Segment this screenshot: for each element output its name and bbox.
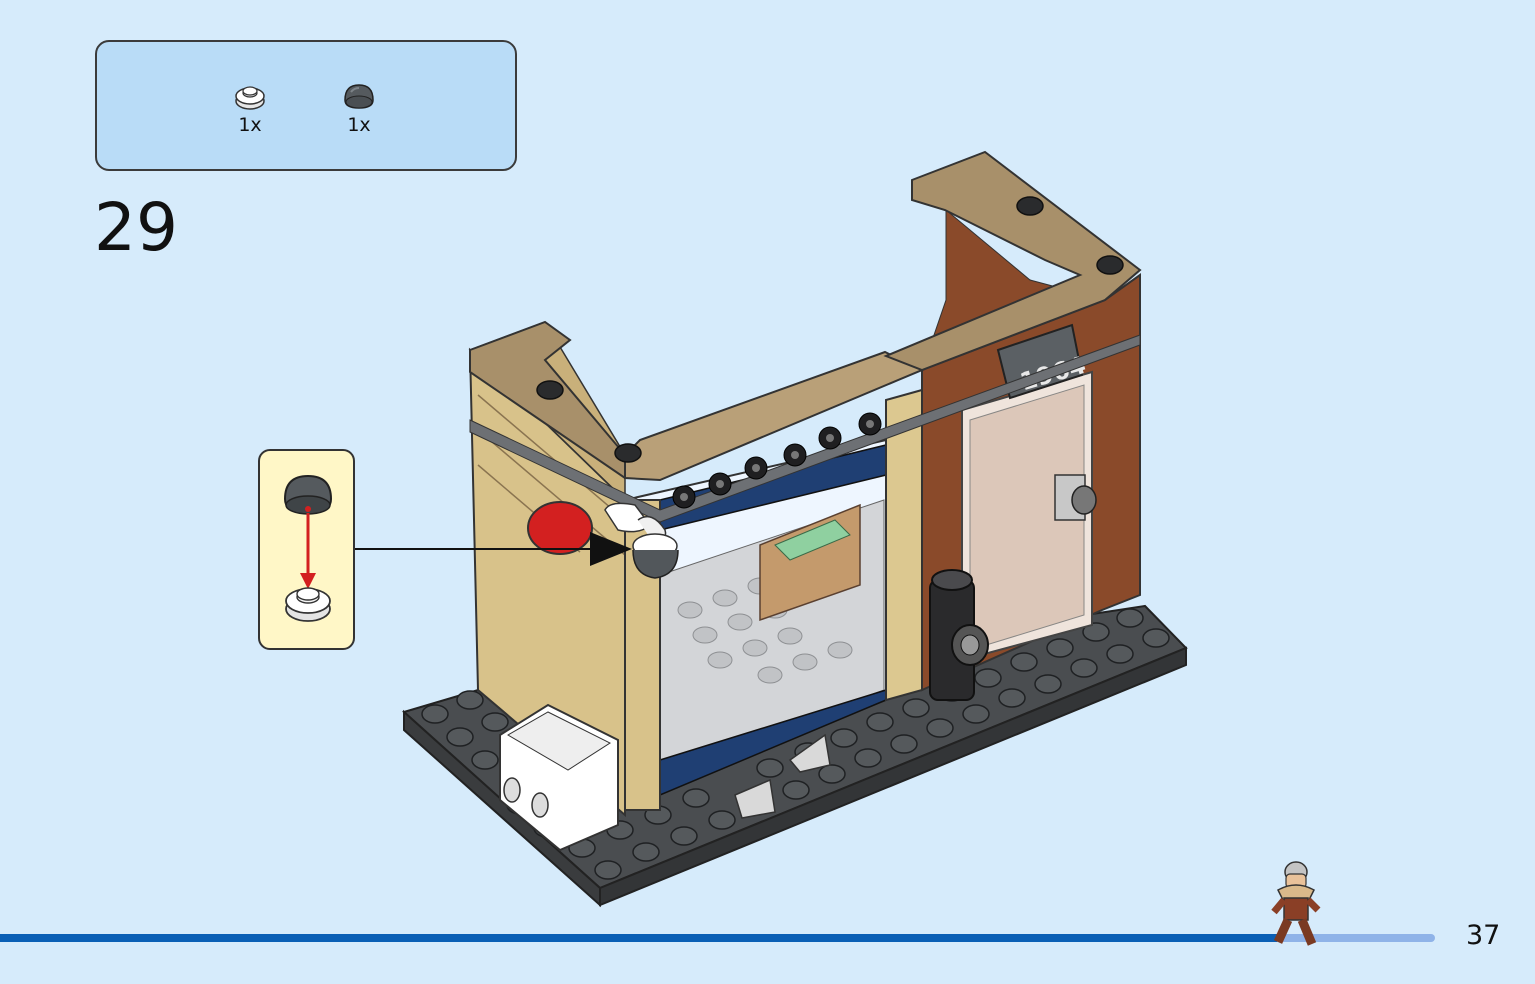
base-plate-studs — [421, 608, 1170, 880]
white-round-plate-icon — [285, 587, 331, 622]
dark-dome-piece-icon — [344, 84, 374, 109]
red-sign-icon — [527, 501, 593, 555]
white-round-plate-icon — [235, 86, 265, 110]
newspaper-box — [499, 703, 619, 852]
fire-hydrant — [929, 569, 989, 701]
progress-fill — [0, 934, 1277, 942]
parts-item-1: 1x — [230, 82, 270, 136]
step-number: 29 — [94, 189, 178, 266]
parts-item-2: 1x — [339, 82, 379, 136]
down-arrow-icon — [300, 573, 316, 589]
arrow-head-icon — [590, 532, 632, 566]
dark-dome-piece-icon — [283, 474, 333, 515]
sub-assembly-callout — [258, 449, 355, 650]
page-number: 37 — [1466, 920, 1501, 951]
lamp-assembly — [604, 502, 679, 579]
minifigure-progress-icon — [1271, 861, 1321, 946]
parts-item-qty: 1x — [238, 114, 262, 136]
parts-item-qty: 1x — [347, 114, 371, 136]
parts-list-box: 1x 1x — [95, 40, 517, 171]
